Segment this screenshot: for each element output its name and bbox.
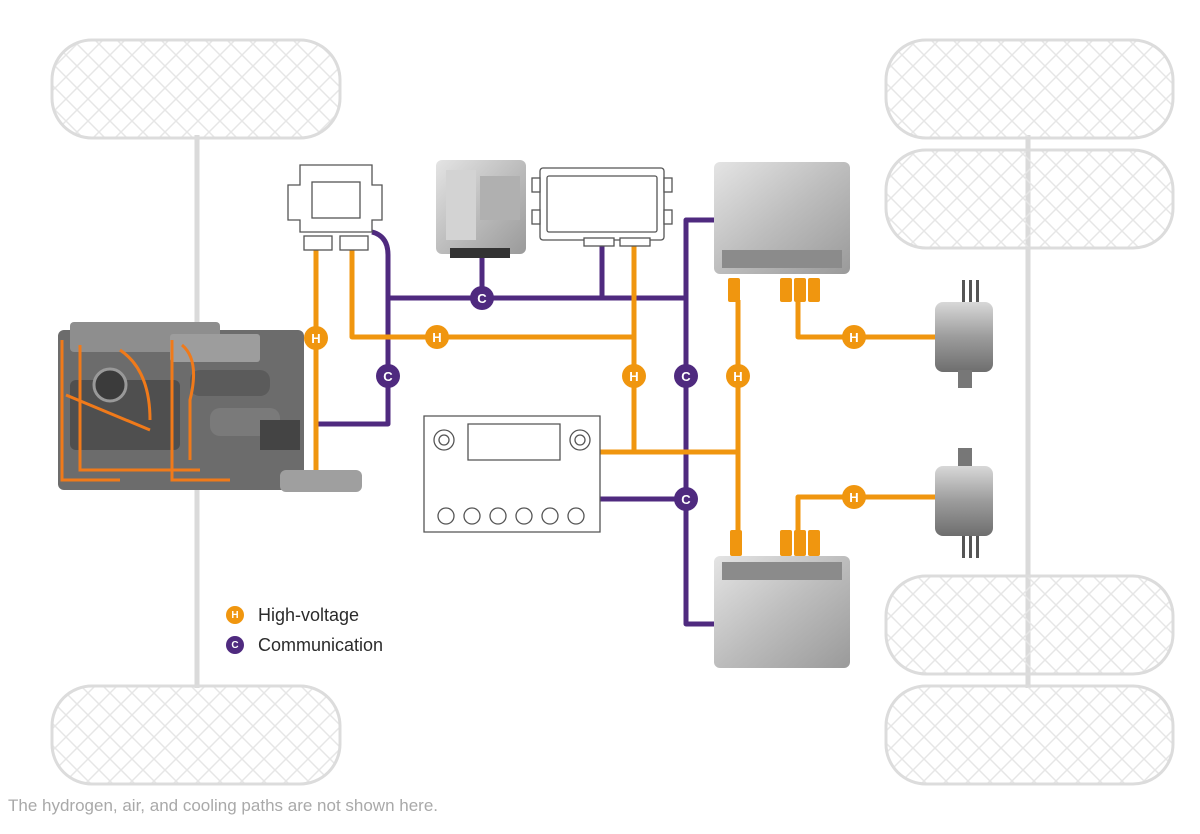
footnote: The hydrogen, air, and cooling paths are… [8, 796, 439, 815]
inverter-icon [714, 530, 850, 668]
svg-text:H: H [733, 369, 742, 384]
fuel-cell-module-icon [58, 322, 362, 492]
power-distribution-icon [531, 167, 673, 247]
battery-icon [423, 415, 601, 533]
badge-high-voltage: H [726, 364, 750, 388]
dc-dc-converter-icon [287, 164, 383, 251]
badge-communication: C [674, 364, 698, 388]
legend-item-communication: C Communication [226, 630, 383, 660]
badge-high-voltage: H [842, 485, 866, 509]
svg-text:H: H [849, 330, 858, 345]
wheel-icon [884, 148, 1175, 250]
inverter-icon [714, 162, 850, 302]
wheel-icon [50, 38, 342, 140]
svg-text:H: H [432, 330, 441, 345]
svg-text:C: C [477, 291, 487, 306]
high-voltage-lines [313, 240, 935, 530]
legend-label: Communication [258, 634, 384, 655]
legend-item-high-voltage: H High-voltage [226, 600, 383, 630]
line-badges: H H H H H H C C C C [304, 286, 866, 511]
svg-text:H: H [311, 331, 320, 346]
wheel-icon [884, 684, 1175, 786]
badge-communication: C [674, 487, 698, 511]
high-voltage-legend-icon: H [226, 606, 244, 624]
legend-label: High-voltage [258, 604, 360, 625]
wheels [50, 38, 1175, 786]
badge-high-voltage: H [622, 364, 646, 388]
wheel-icon [884, 38, 1175, 140]
svg-text:C: C [681, 369, 691, 384]
badge-high-voltage: H [842, 325, 866, 349]
electric-motor-icon [935, 280, 993, 388]
svg-text:H: H [629, 369, 638, 384]
svg-text:C: C [383, 369, 393, 384]
badge-high-voltage: H [425, 325, 449, 349]
communication-legend-icon: C [226, 636, 244, 654]
legend: H High-voltage C Communication [226, 600, 383, 660]
electric-motor-icon [935, 448, 993, 558]
svg-text:H: H [849, 490, 858, 505]
badge-high-voltage: H [304, 326, 328, 350]
svg-text:C: C [681, 492, 691, 507]
control-unit-icon [436, 160, 526, 258]
wheel-icon [50, 684, 342, 786]
wheel-icon [884, 574, 1175, 676]
badge-communication: C [376, 364, 400, 388]
badge-communication: C [470, 286, 494, 310]
